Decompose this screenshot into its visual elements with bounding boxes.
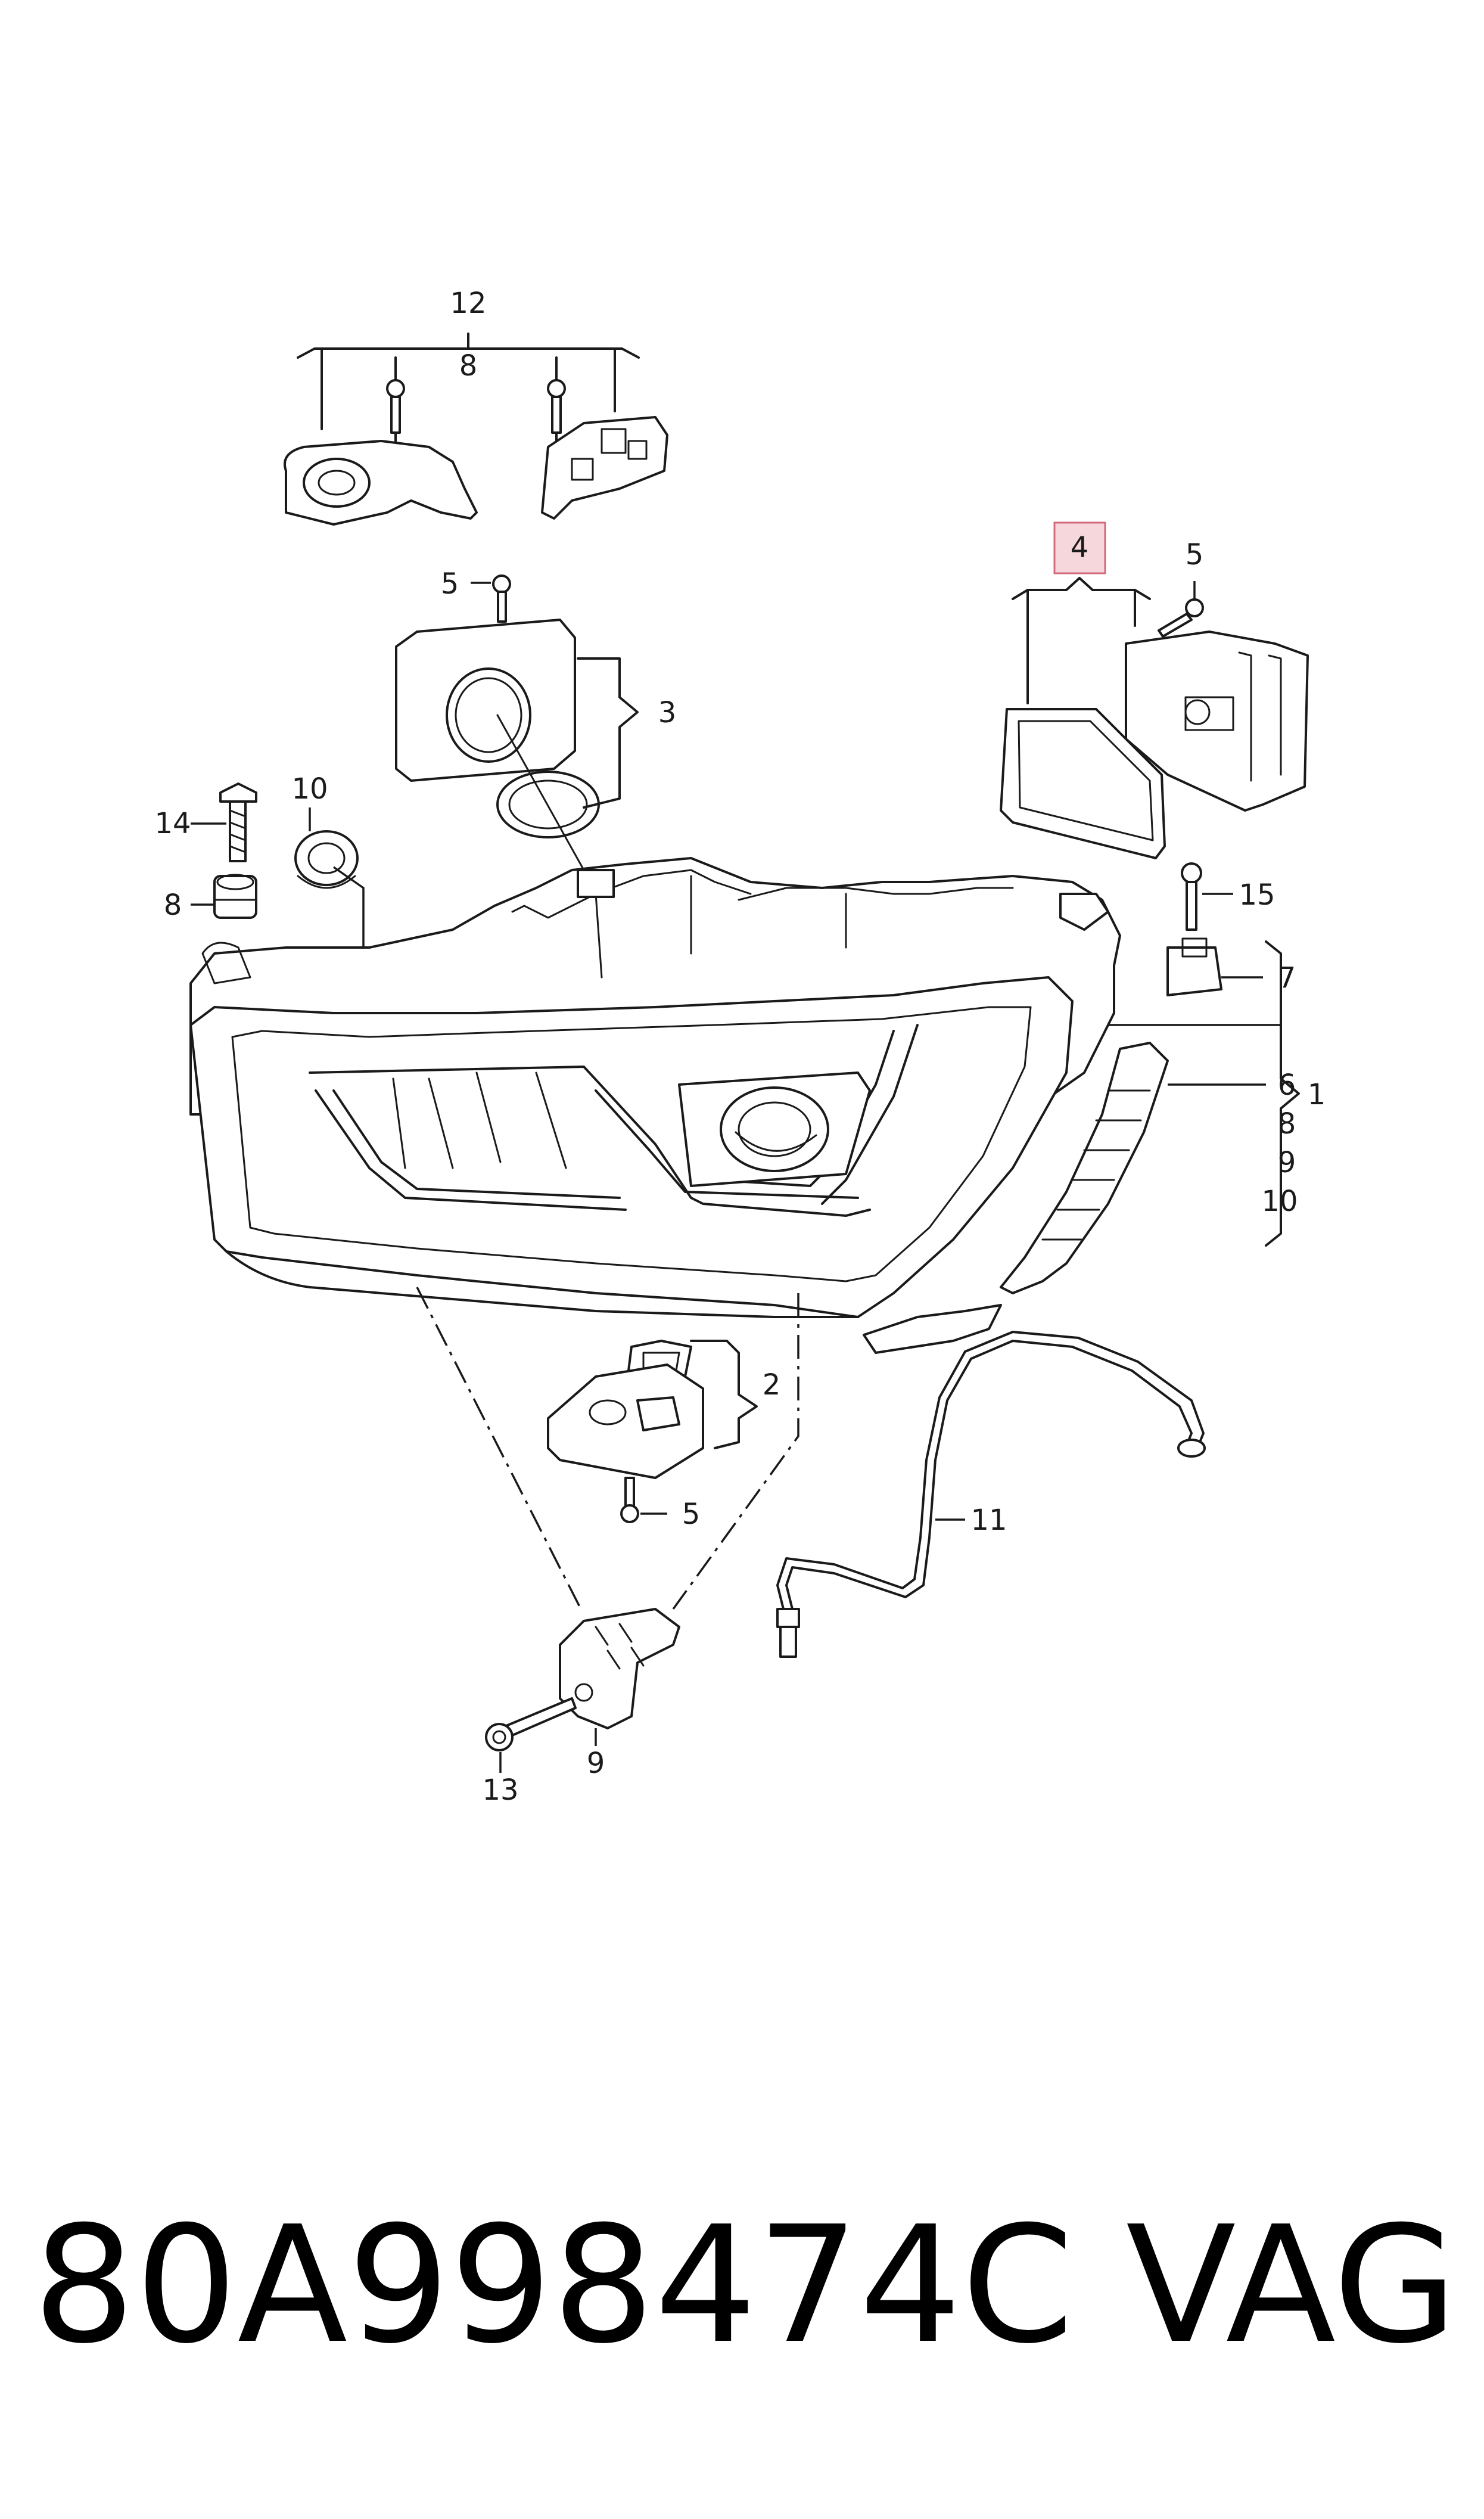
callout-14: 14 <box>154 807 191 840</box>
headlight-housing <box>189 857 1169 1354</box>
screw-icon <box>386 379 405 434</box>
bottom-ballast-group: 2 5 <box>547 1340 781 1531</box>
callout-5-b: 5 <box>1186 538 1204 571</box>
grommet-icon <box>294 830 359 889</box>
right-bracket-icon <box>541 416 668 520</box>
nut-icon <box>213 874 257 919</box>
projector-module-group: 5 3 <box>395 567 677 871</box>
callout-2: 2 <box>763 1368 781 1402</box>
brand-name: VAG <box>1126 2191 1458 2379</box>
callout-11: 11 <box>970 1504 1007 1537</box>
screw-icon <box>1181 862 1202 931</box>
part-number: 80A998474C <box>33 2191 1074 2379</box>
screw-icon <box>547 379 566 434</box>
callout-13: 13 <box>482 1773 518 1807</box>
callout-9-bottom: 9 <box>587 1747 605 1780</box>
connector-icon <box>577 869 615 898</box>
highlight-box <box>1053 521 1106 574</box>
bolt-icon <box>219 782 257 862</box>
bottom-bracket-group: 9 13 <box>482 1608 680 1807</box>
callout-8-left: 8 <box>164 889 182 922</box>
mounting-brackets-group: 12 8 <box>284 287 668 526</box>
screw-icon <box>620 1477 639 1523</box>
callout-1: 1 <box>1308 1078 1326 1111</box>
mount-tab-icon <box>1059 893 1109 931</box>
bolt-icon <box>485 1697 577 1751</box>
callout-3: 3 <box>658 696 677 729</box>
callout-10: 10 <box>291 772 328 806</box>
left-fasteners-group: 14 8 10 <box>154 772 365 965</box>
left-bracket-icon <box>284 440 478 526</box>
callout-4: 4 <box>1071 531 1089 564</box>
callout-5-a: 5 <box>441 567 459 601</box>
clip-icon <box>1166 937 1222 996</box>
callout-5-c: 5 <box>682 1498 701 1531</box>
callout-12: 12 <box>450 287 486 320</box>
callout-15: 15 <box>1239 878 1275 912</box>
assembly-guide-lines <box>416 1287 799 1610</box>
right-callouts-group: 15 7 6 8 9 10 1 <box>1108 862 1326 1247</box>
washer-hose-group: 11 <box>776 1331 1206 1658</box>
control-unit-group: 4 5 <box>1000 521 1309 859</box>
screw-icon <box>1158 598 1204 638</box>
screw-icon <box>492 574 511 623</box>
callout-8-top: 8 <box>459 349 478 383</box>
